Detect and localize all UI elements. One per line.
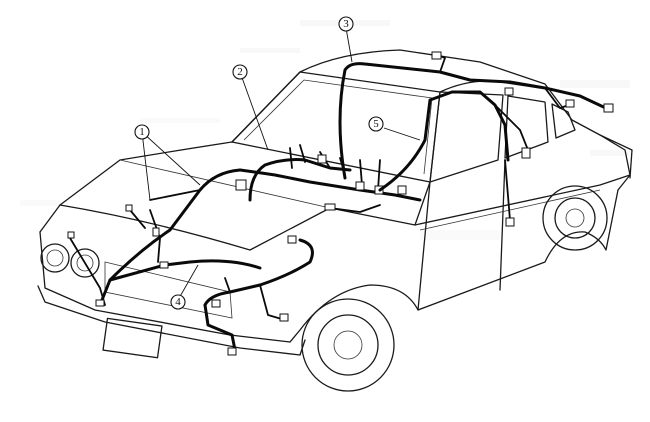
callout-5-label: 5 <box>373 118 379 130</box>
callout-1: 1 <box>134 124 201 201</box>
callout-2-label: 2 <box>237 66 243 78</box>
callout-5: 5 <box>368 116 421 141</box>
callout-3-label: 3 <box>343 18 349 30</box>
harness-body-side <box>378 90 531 227</box>
callout-1-label: 1 <box>139 126 145 138</box>
callout-4-label: 4 <box>175 296 181 308</box>
harness-engine-room <box>67 168 262 307</box>
harness-front-lamp <box>203 235 314 356</box>
harness-instrument <box>235 144 422 213</box>
harness-roof <box>338 51 614 180</box>
callout-4: 4 <box>170 264 199 310</box>
car-body <box>37 49 633 392</box>
callout-3: 3 <box>338 16 354 63</box>
callout-2: 2 <box>232 64 269 151</box>
